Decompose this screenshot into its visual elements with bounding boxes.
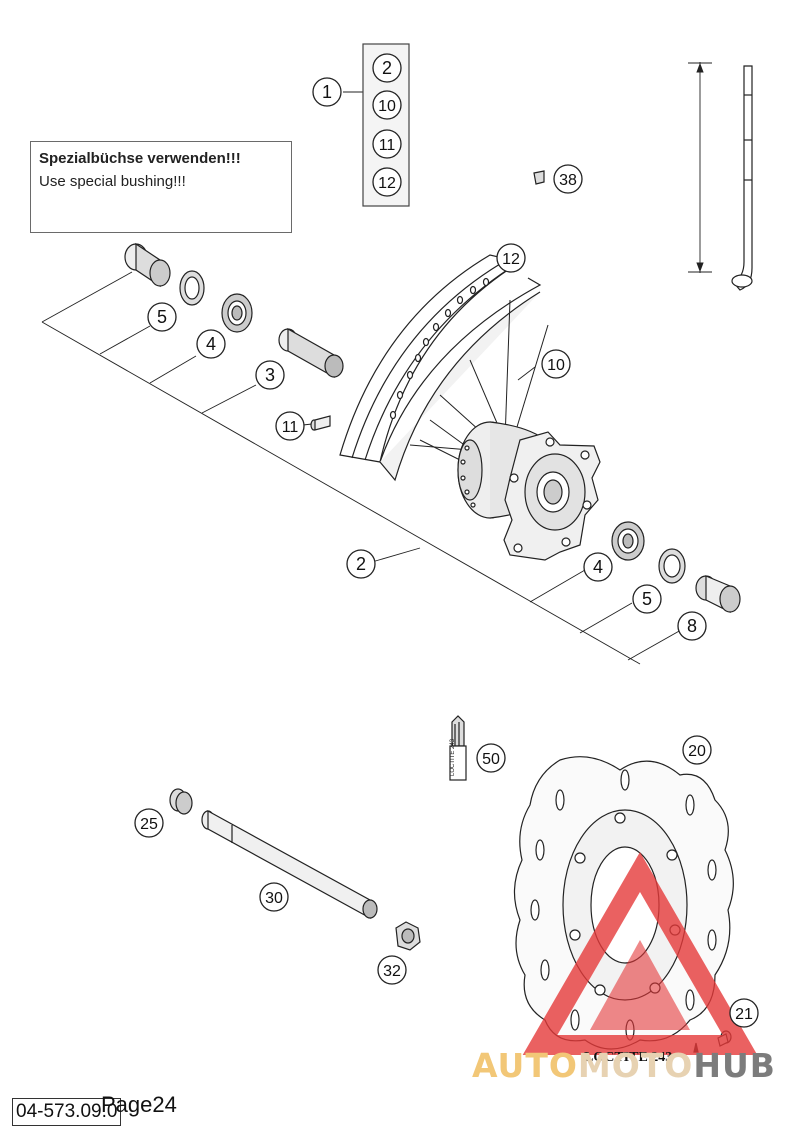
axle-drawing — [201, 809, 378, 920]
callout-circle — [476, 743, 506, 773]
page-number: Page24 — [101, 1092, 177, 1117]
callout-circle — [682, 735, 712, 765]
hub-drawing — [457, 421, 601, 561]
callout-number: 50 — [482, 751, 500, 768]
callout-number: 5 — [642, 589, 652, 609]
callout-11: 11 — [275, 411, 305, 441]
callout-circle — [372, 53, 402, 83]
left-seal-drawing — [179, 270, 205, 306]
callout-30: 30 — [259, 882, 289, 912]
callout-25: 25 — [134, 808, 164, 838]
callout-50: 50 — [476, 743, 506, 773]
rim-drawing — [339, 254, 542, 482]
callout-2: 2 — [372, 53, 402, 83]
callout-number: 4 — [206, 334, 216, 354]
nipple-drawing — [533, 170, 545, 185]
callout-number: 25 — [140, 816, 158, 833]
bolt-drawing — [310, 415, 331, 431]
watermark-hub: HUB — [693, 1046, 776, 1085]
callout-number: 2 — [382, 58, 392, 78]
callout-number: 10 — [378, 98, 396, 115]
callout-4: 4 — [196, 329, 226, 359]
callout-circle — [372, 90, 402, 120]
watermark-moto: MOTO — [577, 1046, 694, 1085]
callout-32: 32 — [377, 955, 407, 985]
watermark-logo — [522, 852, 758, 1055]
callout-10: 10 — [372, 90, 402, 120]
callout-circle — [377, 955, 407, 985]
callout-number: 21 — [735, 1006, 753, 1023]
callout-8: 8 — [677, 611, 707, 641]
callout-11: 11 — [372, 129, 402, 159]
document-code: 04-573.09.0 — [12, 1098, 122, 1126]
callout-circle — [372, 129, 402, 159]
callout-circle — [147, 302, 177, 332]
callout-5: 5 — [147, 302, 177, 332]
callout-number: 32 — [383, 963, 401, 980]
callout-number: 12 — [502, 251, 520, 268]
callout-5: 5 — [632, 584, 662, 614]
callout-number: 11 — [379, 137, 396, 154]
callout-1: 1 — [312, 77, 342, 107]
callout-circle — [255, 360, 285, 390]
callout-number: 12 — [378, 175, 396, 192]
callout-circle — [729, 998, 759, 1028]
callout-circle — [196, 329, 226, 359]
callout-21: 21 — [729, 998, 759, 1028]
special-bushing-note: Spezialbüchse verwenden!!! Use special b… — [30, 141, 292, 233]
callout-number: 3 — [265, 365, 275, 385]
callout-number: 20 — [688, 743, 706, 760]
axle-nut-drawing — [395, 921, 421, 951]
callout-3: 3 — [255, 360, 285, 390]
loctite-bottle-drawing: LOCTITE 243 — [449, 715, 467, 781]
callout-circle — [312, 77, 342, 107]
callout-circle — [372, 167, 402, 197]
leader-lines — [41, 62, 712, 665]
callout-number: 8 — [687, 616, 697, 636]
note-english-text: Use special bushing!!! — [39, 173, 186, 190]
callout-number: 4 — [593, 557, 603, 577]
watermark-auto: AUTO — [472, 1046, 578, 1085]
callout-38: 38 — [553, 164, 583, 194]
callout-circle — [134, 808, 164, 838]
callout-number: 30 — [265, 890, 283, 907]
callout-circle — [275, 411, 305, 441]
callout-number: 5 — [157, 307, 167, 327]
callout-number: 10 — [547, 357, 565, 374]
callout-circle — [346, 549, 376, 579]
callout-10: 10 — [541, 349, 571, 379]
callout-2: 2 — [346, 549, 376, 579]
right-bushing-drawing — [695, 575, 741, 613]
callout-number: 1 — [322, 82, 332, 102]
left-bushing-drawing — [124, 242, 171, 288]
callout-circle — [553, 164, 583, 194]
callout-number: 2 — [356, 554, 366, 574]
callout-number: 38 — [559, 172, 577, 189]
callout-4: 4 — [583, 552, 613, 582]
callout-layer: 1210111238131254103112458205025303221 — [134, 53, 759, 1028]
right-bearing-drawing — [611, 521, 645, 561]
callout-circle — [677, 611, 707, 641]
hub-spacer-drawing — [278, 327, 344, 379]
callout-circle — [632, 584, 662, 614]
note-german-text: Spezialbüchse verwenden!!! — [39, 150, 241, 167]
callout-circle — [583, 552, 613, 582]
callout-20: 20 — [682, 735, 712, 765]
callout-12: 12 — [372, 167, 402, 197]
callout-circle — [496, 243, 526, 273]
bottle-label: LOCTITE 243 — [450, 738, 456, 776]
loctite-label: LOCTITE 243 — [584, 1050, 673, 1065]
right-seal-drawing — [658, 548, 686, 584]
callout-number: 11 — [282, 419, 299, 436]
watermark-text: AUTOMOTOHUB — [472, 1046, 776, 1085]
callout-circle — [259, 882, 289, 912]
callout-12: 12 — [496, 243, 526, 273]
left-bearing-drawing — [221, 293, 253, 333]
spoke-drawing — [731, 65, 753, 291]
axle-collar-drawing — [169, 788, 193, 815]
callout-circle — [541, 349, 571, 379]
